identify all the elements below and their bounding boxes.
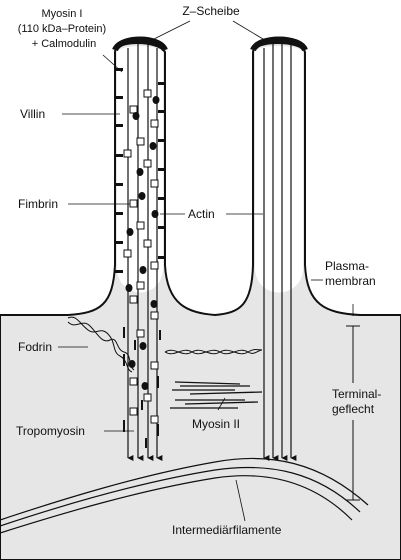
label-myosin-ii: Myosin II [192,417,240,431]
villin-molecules [125,96,160,390]
label-myosin-i-line2: (110 kDa–Protein) [18,23,106,35]
label-myosin-i-line3: + Calmodulin [32,38,97,50]
myosin-i-crossbridges-right [158,82,166,259]
terminalgeflecht-bracket [346,325,360,501]
label-terminalgeflecht-line1: Terminal- [332,387,381,401]
label-tropomyosin: Tropomyosin [16,424,85,438]
label-intermediaerfilamente: Intermediärfilamente [172,523,282,537]
label-plasmamembran-line2: membran [325,274,376,288]
fimbrin-crosslinks [123,89,159,424]
microvillus-2-interior [255,46,303,293]
plasma-membrane-outline [0,42,401,560]
label-fodrin: Fodrin [18,340,52,354]
label-fimbrin: Fimbrin [18,197,58,211]
label-z-scheibe: Z–Scheibe [182,4,240,18]
z-disk-cap-2 [250,36,308,52]
label-myosin-i-line1: Myosin I [42,8,83,20]
label-terminalgeflecht-line2: geflecht [332,402,375,416]
myosin-ii-filaments [170,381,263,409]
leader-lines [58,20,354,522]
label-plasmamembran-line1: Plasma- [325,259,369,273]
label-actin: Actin [188,207,215,221]
z-disk-cap-1 [112,36,168,52]
intermediate-filaments [0,457,369,534]
fodrin-strands [67,316,263,373]
label-villin: Villin [20,107,45,121]
actin-bundle-2 [263,44,297,461]
